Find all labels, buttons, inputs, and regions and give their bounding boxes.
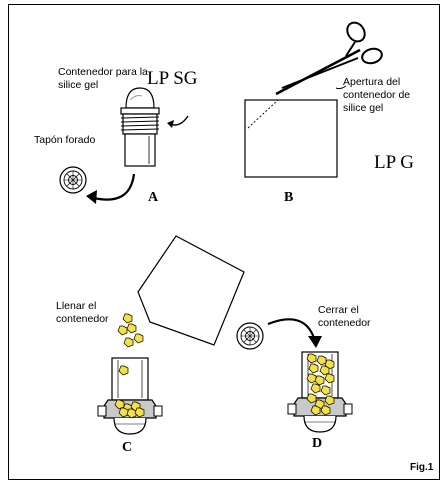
opening-label: Apertura del contenedor de silice gel: [343, 76, 411, 114]
close-label: Cerrar el contenedor: [318, 304, 371, 329]
container-label: Contenedor para la silice gel: [58, 66, 148, 91]
figure-number: Fig.1: [410, 462, 434, 473]
lp-g-label: LP G: [374, 152, 414, 173]
step-a-label: A: [148, 190, 159, 205]
lp-sg-label: LP SG: [147, 68, 198, 89]
curved-arrow-d: [267, 318, 316, 339]
plug-label: Tapón forado: [34, 134, 96, 146]
cut-line: [247, 99, 279, 129]
plug-icon: [59, 166, 87, 194]
plug-d-icon: [236, 322, 264, 350]
container-a-icon: [120, 87, 160, 167]
tilted-packet: [137, 235, 245, 346]
container-c-icon: [97, 357, 163, 435]
gel-packet: [244, 99, 338, 178]
fill-label: Llenar el contenedor: [56, 300, 109, 325]
step-b-label: B: [284, 190, 294, 205]
falling-gel: [117, 313, 144, 348]
curved-arrow-a: [93, 173, 136, 201]
scissors-icon: [275, 21, 383, 96]
figure-frame: [8, 4, 440, 480]
step-c-label: C: [122, 440, 133, 455]
step-d-label: D: [312, 436, 323, 451]
